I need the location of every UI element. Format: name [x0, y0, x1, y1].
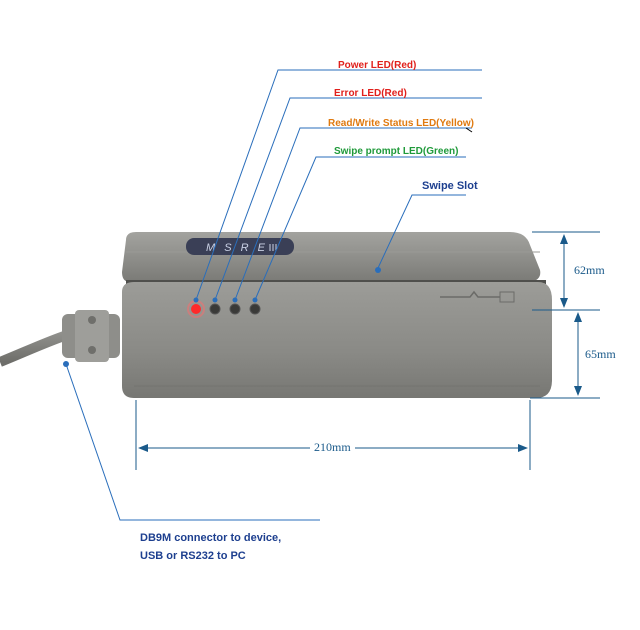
swipe-arrow [440, 290, 500, 298]
swipe-leader [254, 156, 466, 301]
brand-text: M S R E [206, 242, 268, 254]
connector-label-line2: USB or RS232 to PC [140, 550, 246, 562]
front-body [122, 282, 552, 398]
height-bottom-label: 65mm [585, 347, 616, 361]
error-leader [214, 97, 482, 301]
brand-badge [186, 238, 294, 255]
connector-leader [65, 363, 320, 521]
swipe-led [249, 303, 261, 315]
rw-led-label: Read/Write Status LED(Yellow) [328, 118, 474, 129]
slot-leader [377, 194, 466, 269]
swipe-led-label: Swipe prompt LED(Green) [334, 146, 459, 157]
led-group [187, 300, 261, 318]
error-led-label: Error LED(Red) [334, 88, 407, 99]
power-led [191, 304, 201, 314]
connector-label-line1: DB9M connector to device, [140, 532, 282, 544]
db9-connector [62, 310, 120, 362]
height-top-label: 62mm [574, 263, 605, 277]
top-block [122, 232, 541, 282]
swipe-slot-label: Swipe Slot [422, 180, 478, 192]
power-leader [195, 69, 482, 301]
rw-led [229, 303, 241, 315]
width-label: 210mm [310, 440, 355, 455]
power-led-label: Power LED(Red) [338, 60, 417, 71]
rw-leader [234, 127, 472, 301]
error-led [209, 303, 221, 315]
